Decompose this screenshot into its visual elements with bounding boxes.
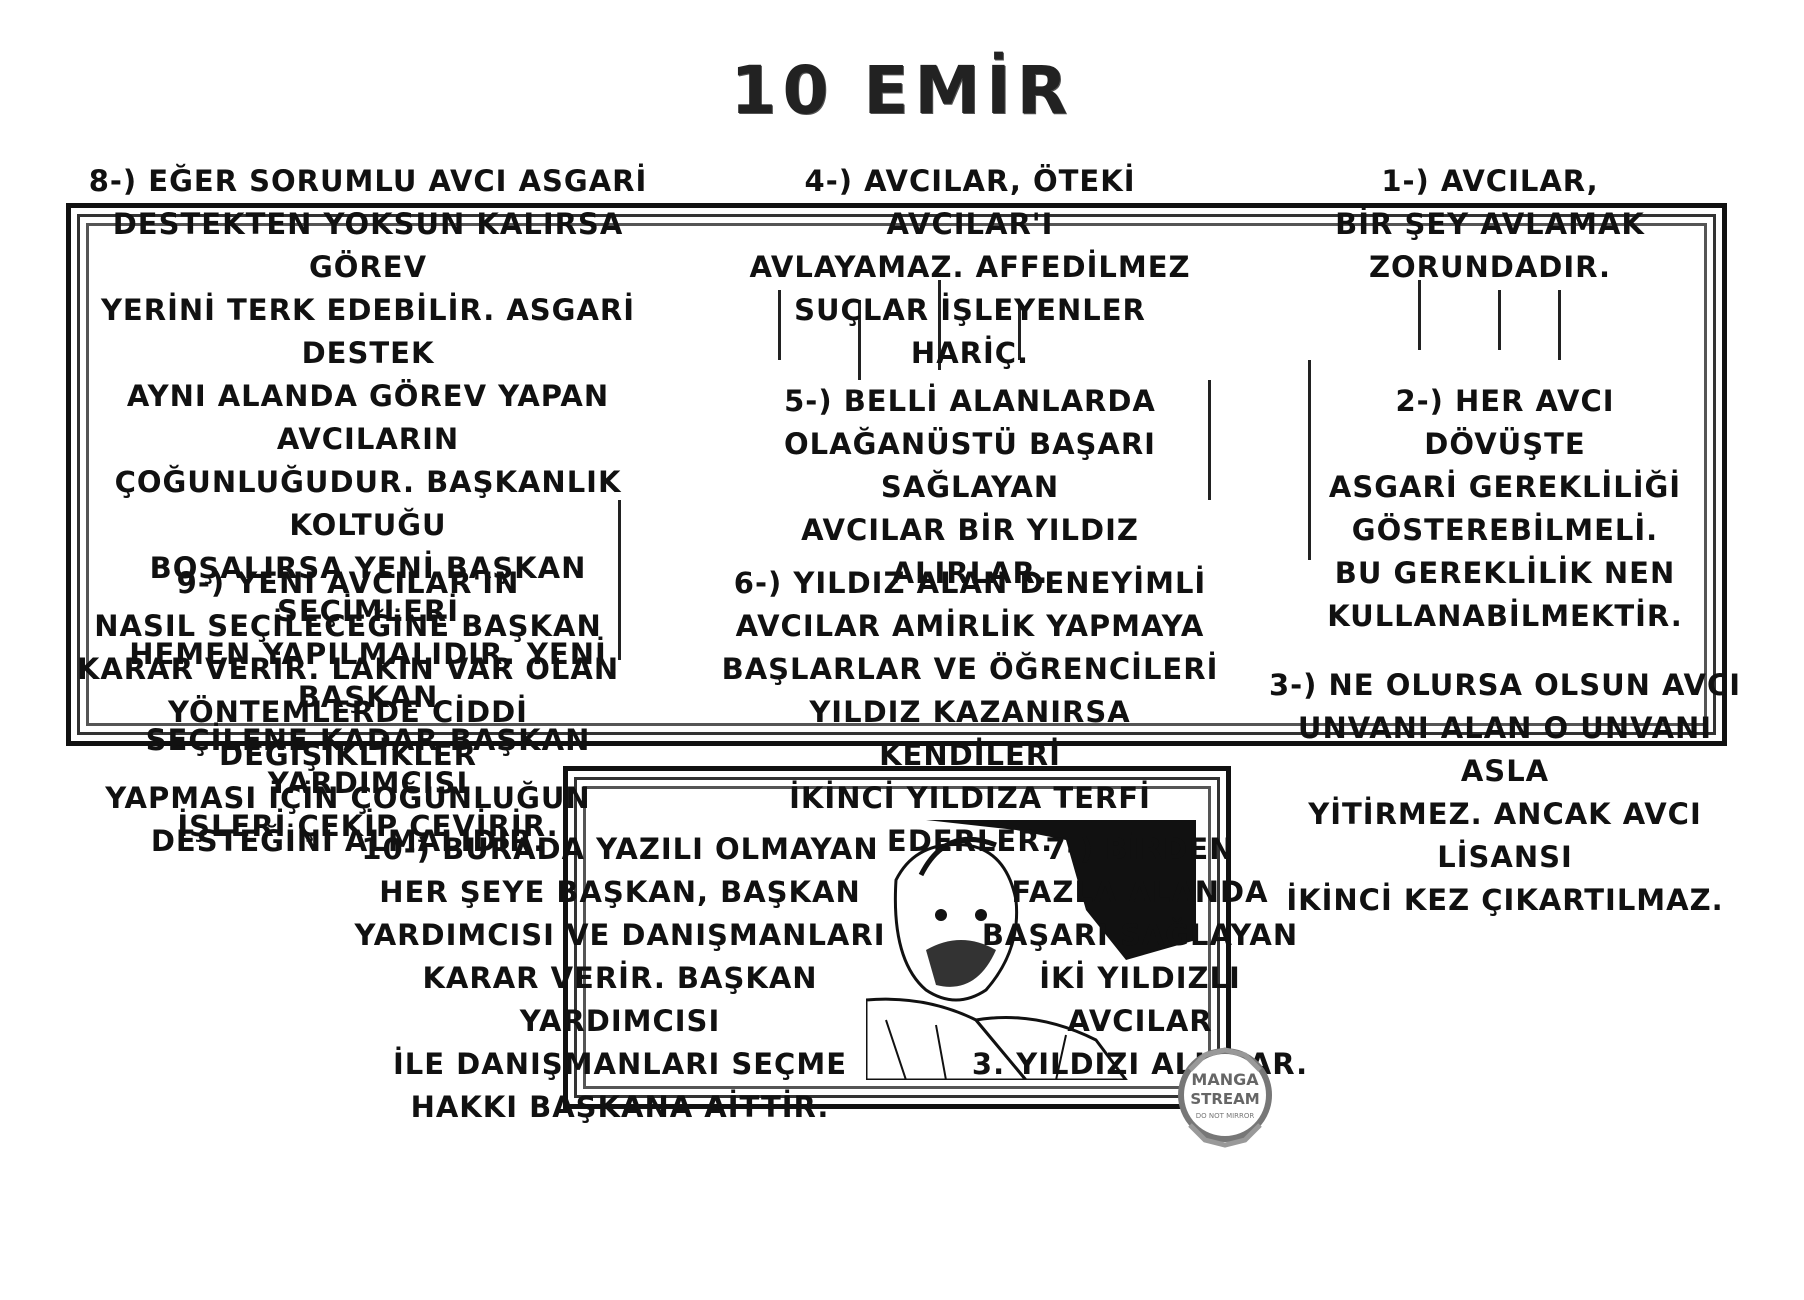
brush-stroke xyxy=(1558,290,1561,360)
chairman-portrait xyxy=(866,820,1196,1080)
brush-stroke xyxy=(1308,360,1311,560)
brush-stroke xyxy=(778,290,781,360)
svg-text:STREAM: STREAM xyxy=(1190,1090,1259,1108)
brush-stroke xyxy=(1418,280,1421,350)
brush-stroke xyxy=(858,300,861,380)
brush-stroke xyxy=(1018,300,1021,360)
rule-8: 8-) EĞER SORUMLU AVCI ASGARİ DESTEKTEN Y… xyxy=(88,164,648,843)
page-title: 10 EMİR xyxy=(730,52,1074,129)
brush-stroke xyxy=(618,500,621,660)
rule-9: 9-) YENİ AVCILAR'IN NASIL SEÇİLECEĞİNE B… xyxy=(76,566,620,858)
rule-2: 2-) HER AVCI DÖVÜŞTE ASGARİ GEREKLİLİĞİ … xyxy=(1327,384,1683,633)
rule-1: 1-) AVCILAR, BİR ŞEY AVLAMAK ZORUNDADIR. xyxy=(1335,164,1645,284)
parchment-frame-top xyxy=(66,203,1727,746)
svg-text:DO NOT MIRROR: DO NOT MIRROR xyxy=(1196,1112,1255,1120)
brush-stroke xyxy=(938,280,941,370)
rule-7: 7-) BİRDEN FAZLA ALANDA BAŞARI SAĞLAYAN … xyxy=(971,832,1307,1081)
brush-stroke xyxy=(1208,380,1211,500)
rule-6: 6-) YILDIZ ALAN DENEYİMLİ AVCILAR AMİRLİ… xyxy=(721,566,1219,858)
rule-10: 10-) BURADA YAZILI OLMAYAN HER ŞEYE BAŞK… xyxy=(354,832,886,1124)
rule-4: 4-) AVCILAR, ÖTEKİ AVCILAR'I AVLAYAMAZ. … xyxy=(749,164,1191,370)
brush-stroke xyxy=(1498,290,1501,350)
scanlation-watermark: MANGA STREAM DO NOT MIRROR xyxy=(1178,1047,1272,1148)
rule-3: 3-) NE OLURSA OLSUN AVCI UNVANI ALAN O U… xyxy=(1268,668,1742,917)
rule-5: 5-) BELLİ ALANLARDA OLAĞANÜSTÜ BAŞARI SA… xyxy=(784,384,1156,590)
svg-text:MANGA: MANGA xyxy=(1191,1070,1259,1089)
